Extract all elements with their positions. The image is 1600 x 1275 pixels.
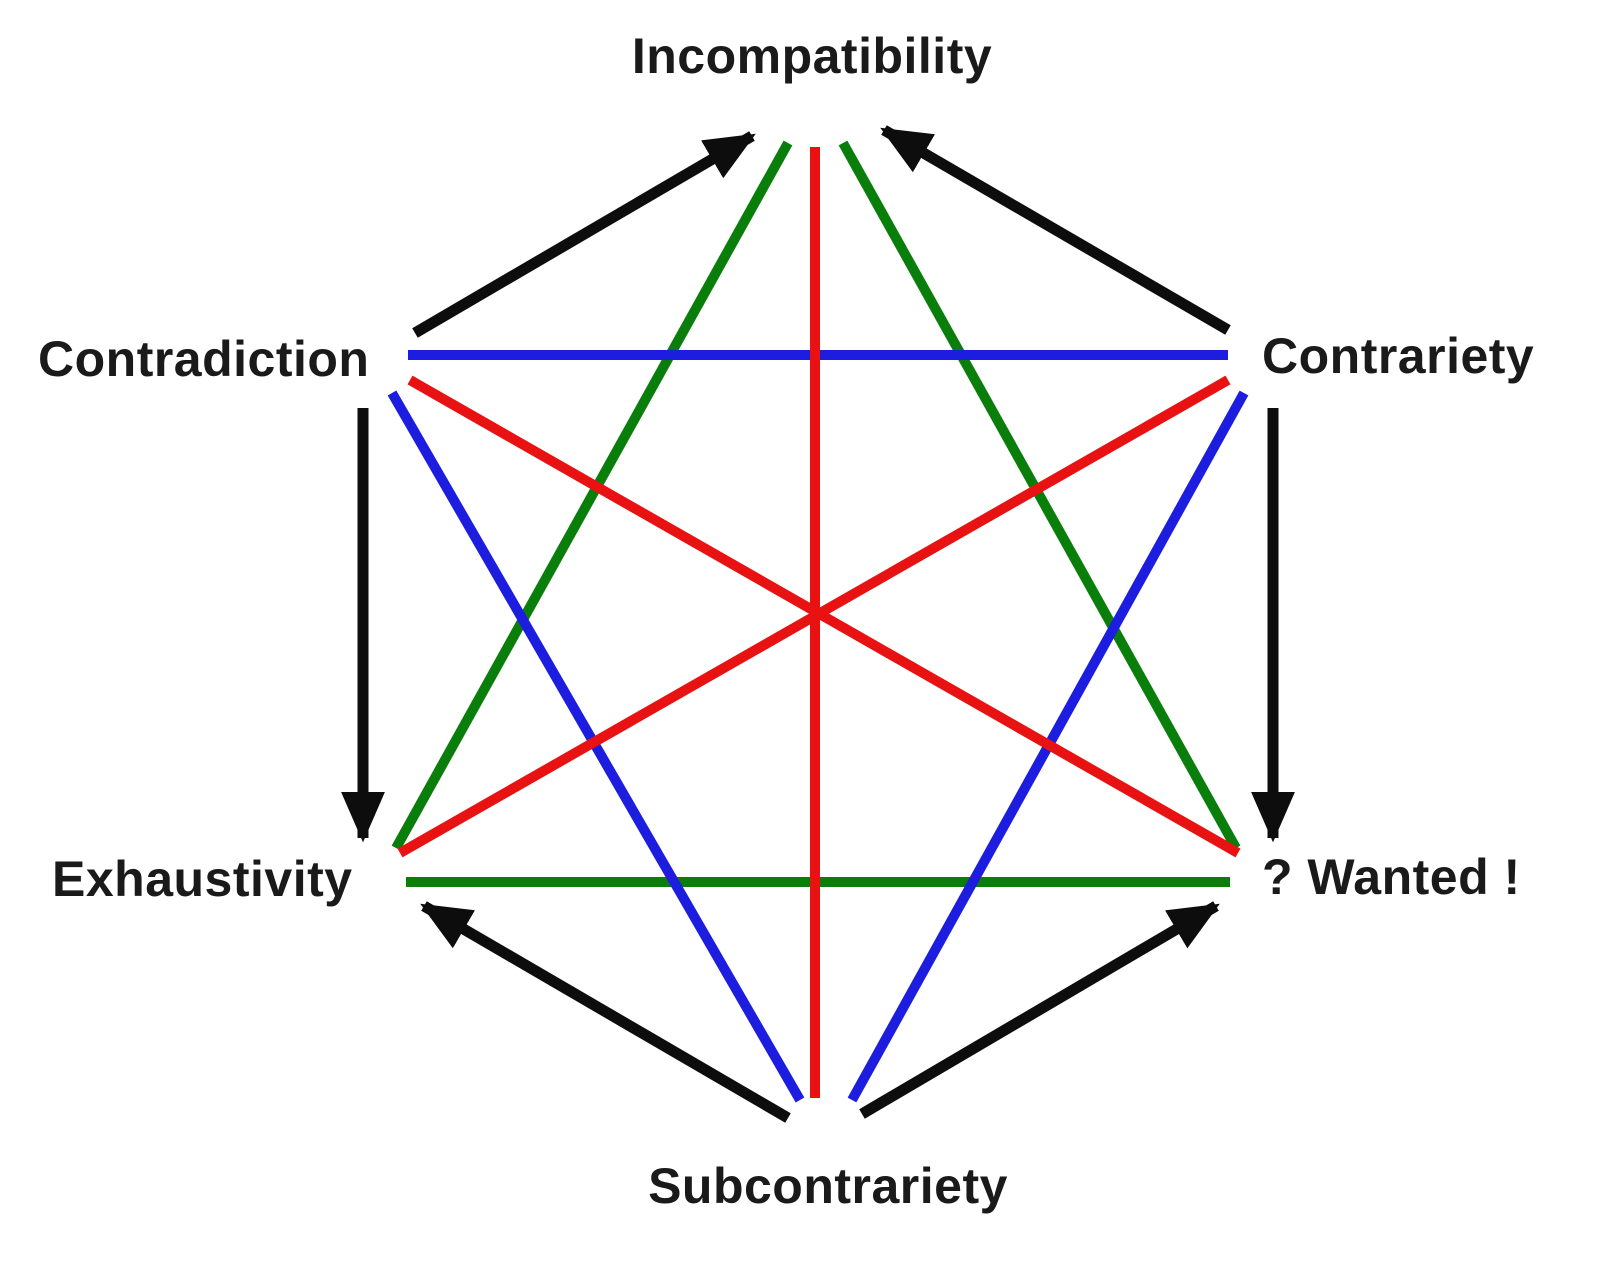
node-label-exhaustivity: Exhaustivity bbox=[52, 851, 353, 907]
node-label-wanted: ? Wanted ! bbox=[1262, 849, 1521, 905]
edge-contrariety-exhaustivity-red bbox=[397, 375, 1231, 858]
node-label-contradiction: Contradiction bbox=[38, 331, 370, 387]
arrow-subcontrariety-to-exhaustivity bbox=[420, 901, 791, 1123]
node-label-incompatibility: Incompatibility bbox=[631, 28, 993, 84]
edge-incompatibility-exhaustivity-green bbox=[391, 140, 793, 851]
arrow-subcontrariety-to-wanted bbox=[859, 901, 1220, 1119]
node-label-subcontrariety: Subcontrariety bbox=[648, 1158, 1008, 1214]
edge-incompatibility-wanted-green bbox=[838, 140, 1241, 851]
node-label-contrariety: Contrariety bbox=[1262, 328, 1535, 384]
arrow-contradiction-to-incompatibility bbox=[412, 131, 756, 338]
arrow-contrariety-to-incompatibility bbox=[880, 125, 1231, 335]
